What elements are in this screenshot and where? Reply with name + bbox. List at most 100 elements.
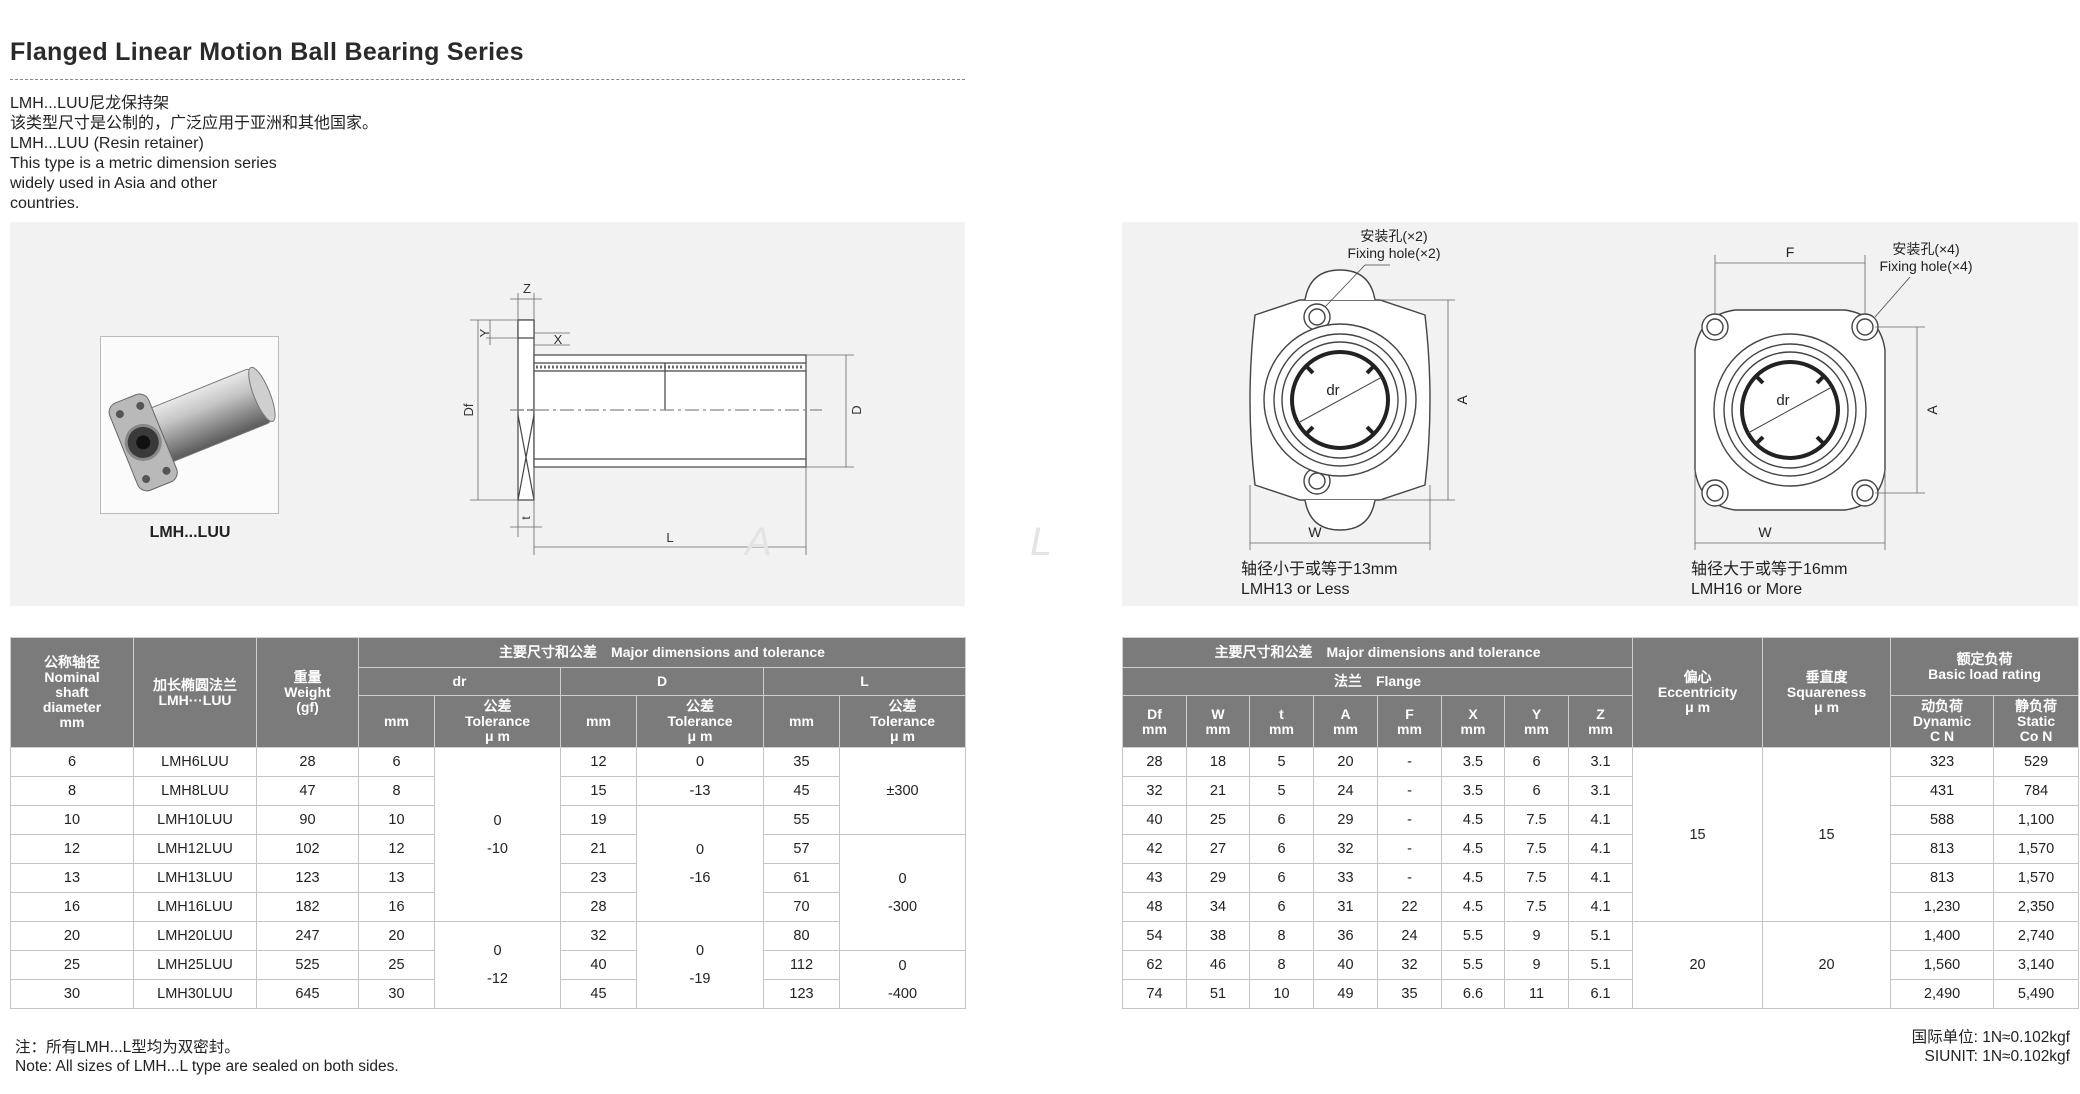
col-header-model: 加长椭圆法兰 LMH···LUU — [133, 637, 257, 748]
cell-f: 35 — [1377, 979, 1442, 1009]
cell-L-tolerance: ±300 — [839, 747, 966, 835]
side-view-drawing: Z Y X Df D t L — [461, 281, 864, 555]
col-header-major: 主要尺寸和公差 Major dimensions and tolerance — [358, 637, 966, 668]
caption-two-hole: 轴径小于或等于13mm LMH13 or Less — [1241, 560, 1397, 600]
cell-weight: 525 — [256, 950, 359, 980]
cell-y: 7.5 — [1504, 863, 1569, 893]
cell-L: 61 — [763, 863, 840, 893]
cell-a: 31 — [1313, 892, 1378, 922]
cell-D-tolerance: 0 — [636, 747, 764, 777]
cell-t: 6 — [1249, 863, 1314, 893]
cell-model: LMH20LUU — [133, 921, 257, 951]
product-photo — [100, 336, 279, 514]
cell-w: 18 — [1186, 747, 1250, 777]
cell-D: 32 — [560, 921, 637, 951]
dr-label-left: dr — [1326, 382, 1339, 399]
dim-a-label-right: A — [1924, 405, 1940, 415]
bearing-photo-icon — [108, 366, 276, 492]
cell-shaft: 30 — [10, 979, 134, 1009]
cell-dynamic: 1,560 — [1890, 950, 1995, 980]
desc-line: 该类型尺寸是公制的，广泛应用于亚洲和其他国家。 — [10, 115, 379, 132]
cell-weight: 247 — [256, 921, 359, 951]
dim-l-label: L — [666, 530, 673, 545]
cell-eccentricity: 20 — [1632, 921, 1764, 1009]
cell-w: 27 — [1186, 834, 1250, 864]
cell-L-tolerance: 0-400 — [839, 950, 966, 1009]
cell-dr-tolerance: 0-10 — [434, 747, 561, 922]
table-row: 12 LMH12LUU 102 12 21 57 0-300 — [10, 834, 966, 951]
cell-dynamic: 2,490 — [1890, 979, 1995, 1009]
cell-f: 22 — [1377, 892, 1442, 922]
cell-weight: 102 — [256, 834, 359, 864]
cell-w: 46 — [1186, 950, 1250, 980]
table-row: 20 LMH20LUU 247 20 0-12 32 0-19 80 — [10, 921, 966, 1009]
series-description: LMH...LUU尼龙保持架 该类型尺寸是公制的，广泛应用于亚洲和其他国家。 L… — [10, 94, 378, 214]
cell-y: 11 — [1504, 979, 1569, 1009]
desc-line: countries. — [10, 195, 80, 212]
cell-y: 7.5 — [1504, 805, 1569, 835]
cell-L: 57 — [763, 834, 840, 864]
cell-w: 25 — [1186, 805, 1250, 835]
cell-D: 23 — [560, 863, 637, 893]
cell-L: 35 — [763, 747, 840, 777]
dim-f-label: F — [1786, 244, 1795, 260]
cell-model: LMH13LUU — [133, 863, 257, 893]
cell-w: 21 — [1186, 776, 1250, 806]
cell-shaft: 25 — [10, 950, 134, 980]
cell-dr: 30 — [358, 979, 435, 1009]
cell-model: LMH6LUU — [133, 747, 257, 777]
table-row: 6 LMH6LUU 28 6 0-10 12 0 35 ±300 — [10, 747, 966, 922]
table-row: 30 LMH30LUU 645 30 45 123 — [10, 979, 966, 1009]
cell-dynamic: 813 — [1890, 863, 1995, 893]
table-row: 32 21 5 24 - 3.5 6 3.1 431 784 — [1122, 776, 2080, 806]
cell-weight: 90 — [256, 805, 359, 835]
cell-model: LMH10LUU — [133, 805, 257, 835]
table-row: 62 46 8 40 32 5.5 9 5.1 1,560 3,140 — [1122, 950, 2080, 980]
cell-f: - — [1377, 776, 1442, 806]
cell-x: 4.5 — [1441, 892, 1505, 922]
table-row: 16 LMH16LUU 182 16 28 70 — [10, 892, 966, 922]
cell-L: 70 — [763, 892, 840, 922]
cell-df: 54 — [1122, 921, 1187, 951]
cell-w: 29 — [1186, 863, 1250, 893]
cell-weight: 47 — [256, 776, 359, 806]
col-header-dr: dr — [358, 667, 561, 696]
cell-D: 45 — [560, 979, 637, 1009]
cell-x: 5.5 — [1441, 950, 1505, 980]
cell-y: 6 — [1504, 776, 1569, 806]
cell-a: 49 — [1313, 979, 1378, 1009]
table-row: 8 LMH8LUU 47 8 15 -13 45 — [10, 776, 966, 806]
caption-four-hole: 轴径大于或等于16mm LMH16 or More — [1691, 560, 1847, 600]
cell-dynamic: 323 — [1890, 747, 1995, 777]
desc-line: widely used in Asia and other — [10, 175, 218, 192]
cell-df: 28 — [1122, 747, 1187, 777]
col-header-D: D — [560, 667, 764, 696]
photo-label: LMH...LUU — [149, 524, 231, 541]
col-header-flange: 法兰 Flange — [1121, 667, 1634, 696]
cell-f: - — [1377, 863, 1442, 893]
watermark-mark: A — [745, 520, 772, 564]
table-row: 74 51 10 49 35 6.6 11 6.1 2,490 5,490 — [1122, 979, 2080, 1009]
cell-a: 33 — [1313, 863, 1378, 893]
dim-w-label-left: W — [1308, 524, 1322, 540]
cell-D-tolerance: -13 — [636, 776, 764, 806]
cell-model: LMH30LUU — [133, 979, 257, 1009]
cell-dr: 25 — [358, 950, 435, 980]
cell-dr: 8 — [358, 776, 435, 806]
cell-L: 80 — [763, 921, 840, 951]
cell-df: 48 — [1122, 892, 1187, 922]
cell-static: 2,740 — [1993, 921, 2080, 951]
cell-L: 55 — [763, 805, 840, 835]
cell-dr: 20 — [358, 921, 435, 951]
dim-a-label-left: A — [1454, 395, 1470, 405]
cell-z: 5.1 — [1567, 921, 1634, 951]
cell-dr: 16 — [358, 892, 435, 922]
cell-squareness: 15 — [1762, 747, 1892, 922]
